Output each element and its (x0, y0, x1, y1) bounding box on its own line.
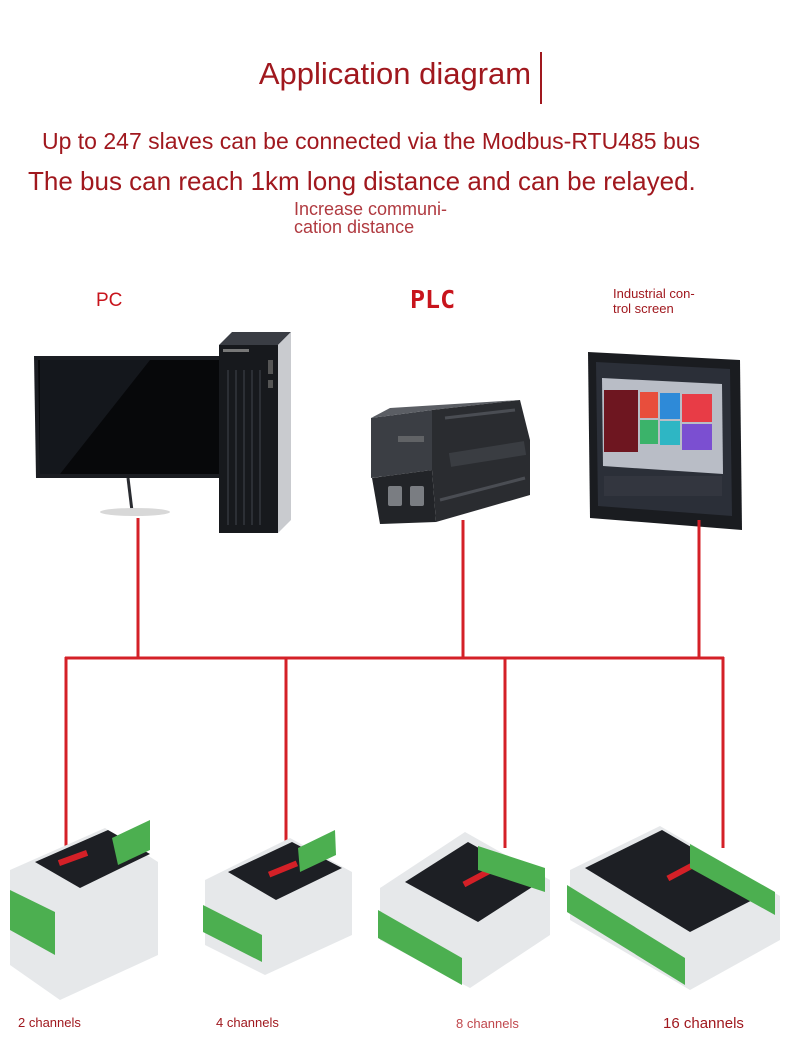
subtitle-distance: The bus can reach 1km long distance and … (28, 166, 696, 196)
slave-label-2-channels: 2 channels (18, 1015, 81, 1030)
slave-16ch-module (567, 826, 780, 990)
plc-label: PLC (410, 285, 456, 314)
slave-2ch-module (10, 820, 158, 1000)
slave-label-4-channels: 4 channels (216, 1015, 279, 1030)
note-line-2: cation distance (294, 217, 415, 237)
monitor-icon (34, 356, 224, 516)
tower-icon (219, 332, 291, 533)
plc-device (371, 400, 530, 524)
slave-label-16-channels: 16 channels (663, 1015, 744, 1032)
slave-label-8-channels: 8 channels (456, 1016, 519, 1031)
pc-device (34, 332, 291, 533)
note-communication-distance: Increase communi- cation distance (294, 200, 494, 236)
industrial-screen-label: Industrial con- trol screen (613, 286, 723, 316)
industrial-screen-device (588, 352, 742, 530)
slave-8ch-module (378, 832, 550, 988)
modbus-bus-wiring (64, 518, 725, 848)
subtitle-slaves: Up to 247 slaves can be connected via th… (42, 128, 701, 154)
note-line-1: Increase communi- (294, 199, 448, 219)
pc-label: PC (96, 290, 123, 311)
page-title: Application diagram (258, 56, 532, 91)
screen-label-line-2: trol screen (613, 301, 674, 316)
slave-4ch-module (203, 830, 352, 975)
title-accent-bar (540, 52, 542, 104)
screen-label-line-1: Industrial con- (613, 286, 695, 301)
